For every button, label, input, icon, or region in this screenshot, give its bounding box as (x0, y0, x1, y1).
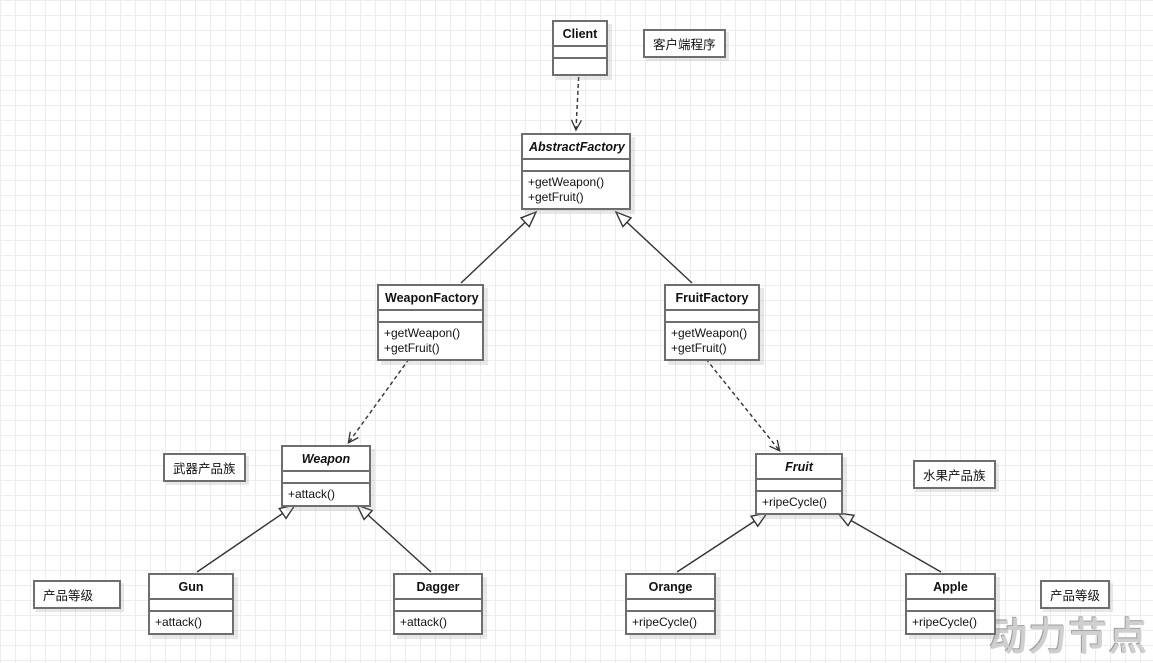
class-box-dagger[interactable]: Dagger +attack() (393, 573, 483, 635)
class-title: Weapon (283, 447, 369, 472)
method-item: +ripeCycle() (912, 615, 978, 629)
class-title: Dagger (395, 575, 481, 600)
method-item: +ripeCycle() (632, 615, 698, 629)
method-item: +getFruit() (671, 341, 727, 355)
note-label-product-level-right: 产品等级 (1040, 580, 1111, 609)
dependency-fruitfactory-to-fruit (705, 358, 781, 452)
class-attributes-compartment (666, 311, 758, 323)
class-attributes-compartment (627, 600, 714, 612)
method-item: +getWeapon() (528, 175, 605, 189)
class-attributes-compartment (283, 472, 369, 484)
class-methods-compartment: +ripeCycle() (757, 492, 841, 513)
class-box-gun[interactable]: Gun +attack() (148, 573, 234, 635)
class-box-weaponfactory[interactable]: WeaponFactory +getWeapon() +getFruit() (377, 284, 484, 361)
class-methods-compartment: +attack() (395, 612, 481, 633)
class-attributes-compartment (907, 600, 994, 612)
class-title: Client (554, 22, 606, 47)
class-box-weapon[interactable]: Weapon +attack() (281, 445, 371, 507)
method-item: +attack() (400, 615, 448, 629)
generalization-weaponfactory-to-abstractfactory (460, 212, 536, 284)
class-box-fruitfactory[interactable]: FruitFactory +getWeapon() +getFruit() (664, 284, 760, 361)
generalization-orange-to-fruit (676, 513, 767, 573)
class-title: AbstractFactory (523, 135, 629, 160)
class-box-client[interactable]: Client (552, 20, 608, 76)
class-methods-compartment: +getWeapon() +getFruit() (666, 323, 758, 359)
method-item: +attack() (288, 487, 336, 501)
dependency-client-to-abstractfactory (570, 69, 583, 132)
note-label-product-level-left: 产品等级 (33, 580, 121, 609)
method-item: +attack() (155, 615, 203, 629)
class-methods-compartment: +attack() (150, 612, 232, 633)
generalization-fruitfactory-to-abstractfactory (616, 212, 693, 284)
class-attributes-compartment (757, 480, 841, 492)
class-attributes-compartment (395, 600, 481, 612)
class-box-fruit[interactable]: Fruit +ripeCycle() (755, 453, 843, 515)
method-item: +getFruit() (528, 190, 584, 204)
note-label-weapon-product-family: 武器产品族 (163, 453, 246, 482)
method-item: +ripeCycle() (762, 495, 828, 509)
class-attributes-compartment (554, 47, 606, 59)
watermark-logo: 动力节点 (988, 617, 1149, 659)
class-title: WeaponFactory (379, 286, 482, 311)
generalization-gun-to-weapon (196, 505, 295, 573)
class-box-abstractfactory[interactable]: AbstractFactory +getWeapon() +getFruit() (521, 133, 631, 210)
class-title: Apple (907, 575, 994, 600)
class-methods-compartment: +getWeapon() +getFruit() (523, 172, 629, 208)
class-box-apple[interactable]: Apple +ripeCycle() (905, 573, 996, 635)
note-label-fruit-product-family: 水果产品族 (913, 460, 996, 489)
class-title: Gun (150, 575, 232, 600)
class-box-orange[interactable]: Orange +ripeCycle() (625, 573, 716, 635)
class-attributes-compartment (150, 600, 232, 612)
class-title: Orange (627, 575, 714, 600)
class-methods-compartment (554, 59, 606, 74)
note-label-client-program: 客户端程序 (643, 29, 726, 58)
class-methods-compartment: +ripeCycle() (907, 612, 994, 633)
class-methods-compartment: +getWeapon() +getFruit() (379, 323, 482, 359)
generalization-dagger-to-weapon (357, 505, 432, 573)
generalization-apple-to-fruit (838, 513, 942, 573)
dependency-weaponfactory-to-weapon (347, 358, 410, 444)
class-title: FruitFactory (666, 286, 758, 311)
class-title: Fruit (757, 455, 841, 480)
class-attributes-compartment (523, 160, 629, 172)
class-methods-compartment: +attack() (283, 484, 369, 505)
class-methods-compartment: +ripeCycle() (627, 612, 714, 633)
method-item: +getWeapon() (671, 326, 748, 340)
class-attributes-compartment (379, 311, 482, 323)
method-item: +getFruit() (384, 341, 440, 355)
method-item: +getWeapon() (384, 326, 461, 340)
